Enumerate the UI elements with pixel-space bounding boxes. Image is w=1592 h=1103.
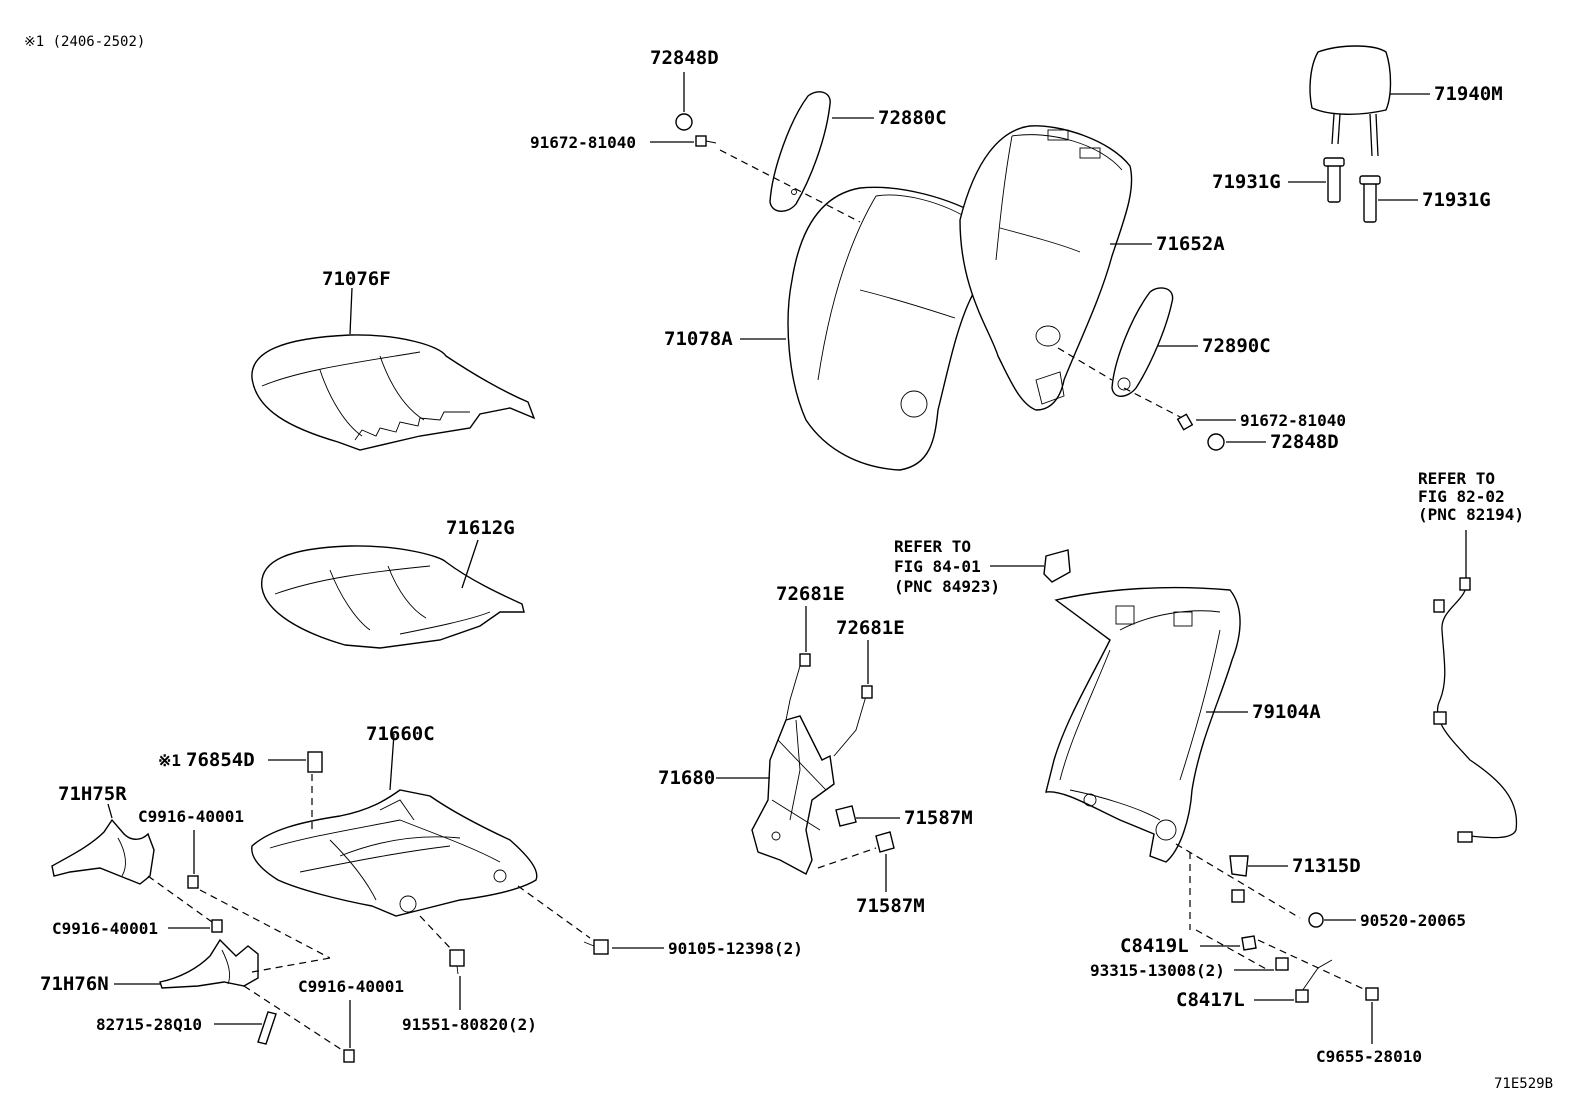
screw-C9916-c[interactable]: [343, 1049, 355, 1063]
headrest-guide-right[interactable]: [1359, 175, 1381, 223]
screw-C9916-b[interactable]: [211, 919, 223, 933]
label-C8419L: C8419L: [1120, 935, 1189, 957]
bracket-71315D[interactable]: [1229, 855, 1249, 877]
sensor-C8417L[interactable]: [1295, 959, 1333, 1003]
seatback-cover[interactable]: [959, 125, 1133, 411]
label-71587M-b: 71587M: [856, 895, 925, 917]
label-90105-12398: 90105-12398(2): [668, 939, 803, 958]
label-71612G: 71612G: [446, 517, 515, 539]
nut-90520[interactable]: [1308, 912, 1324, 928]
label-91551-80820: 91551-80820(2): [402, 1015, 537, 1034]
label-71078A: 71078A: [664, 328, 733, 350]
label-71931G-left: 71931G: [1212, 171, 1281, 193]
label-71315D: 71315D: [1292, 855, 1361, 877]
bolt-91551[interactable]: [449, 949, 465, 975]
screw-91672-top[interactable]: [695, 135, 717, 147]
seat-cushion-cover[interactable]: [251, 334, 536, 451]
screw-91672-bottom[interactable]: [1176, 413, 1194, 431]
cable-end-72681E-b[interactable]: [861, 685, 873, 699]
label-76854D: 76854D: [186, 749, 255, 771]
label-71H75R: 71H75R: [58, 783, 127, 805]
label-C9916-b: C9916-40001: [52, 919, 158, 938]
mark-76854D: ※1: [158, 751, 181, 770]
label-71587M-a: 71587M: [904, 807, 973, 829]
label-82715-28Q10: 82715-28Q10: [96, 1015, 202, 1034]
label-71940M: 71940M: [1434, 83, 1503, 105]
label-71680: 71680: [658, 767, 715, 789]
bolt-90105[interactable]: [583, 939, 609, 955]
label-C9916-a: C9916-40001: [138, 807, 244, 826]
label-71931G-right: 71931G: [1422, 189, 1491, 211]
label-72890C: 72890C: [1202, 335, 1271, 357]
seatback-side-cover-left[interactable]: [769, 91, 831, 212]
cap-72848D-bottom[interactable]: [1207, 433, 1225, 451]
figure-id: 71E529B: [1494, 1076, 1553, 1092]
screw-93315[interactable]: [1275, 957, 1289, 971]
cable-end-72681E-a[interactable]: [799, 653, 811, 667]
ref-fig82-line2[interactable]: FIG 82-02: [1418, 487, 1505, 506]
label-71H76N: 71H76N: [40, 973, 109, 995]
airbag-sensor[interactable]: [1043, 549, 1071, 583]
label-91672-top: 91672-81040: [530, 133, 636, 152]
clip-71587M-a[interactable]: [835, 805, 857, 827]
ref-fig84-line1[interactable]: REFER TO: [894, 537, 971, 556]
screw-C9916-a[interactable]: [187, 875, 199, 889]
label-79104A: 79104A: [1252, 701, 1321, 723]
seat-side-shield-71H75R[interactable]: [51, 818, 155, 885]
seat-cushion-pad[interactable]: [261, 545, 525, 649]
cap-72848D-top[interactable]: [675, 113, 693, 131]
label-72681E-b: 72681E: [836, 617, 905, 639]
label-71652A: 71652A: [1156, 233, 1225, 255]
lumbar-support[interactable]: [751, 665, 867, 875]
label-C8417L: C8417L: [1176, 989, 1245, 1011]
headrest-guide-left[interactable]: [1323, 157, 1345, 203]
bracket-82715[interactable]: [257, 1011, 277, 1045]
label-72681E-a: 72681E: [776, 583, 845, 605]
ref-fig84-line3[interactable]: (PNC 84923): [894, 577, 1000, 596]
label-90520-20065: 90520-20065: [1360, 911, 1466, 930]
wire-harness[interactable]: [1433, 530, 1518, 843]
label-91672-bottom: 91672-81040: [1240, 411, 1346, 430]
label-72848D-bottom: 72848D: [1270, 431, 1339, 453]
label-72880C: 72880C: [878, 107, 947, 129]
seatback-side-cover-right[interactable]: [1111, 287, 1174, 397]
applicability-note: ※1 (2406-2502): [24, 34, 145, 50]
seatback-frame[interactable]: [1045, 586, 1241, 863]
ref-fig84-line2[interactable]: FIG 84-01: [894, 557, 981, 576]
ref-fig82-line3[interactable]: (PNC 82194): [1418, 505, 1524, 524]
bolt-frame[interactable]: [1231, 889, 1245, 903]
clip-C8419L[interactable]: [1241, 935, 1257, 951]
headrest[interactable]: [1309, 45, 1392, 157]
label-71076F: 71076F: [322, 268, 391, 290]
label-72848D-top: 72848D: [650, 47, 719, 69]
seat-side-shield-71H76N[interactable]: [159, 938, 259, 989]
clip-71587M-b[interactable]: [875, 831, 895, 853]
seat-cushion-frame[interactable]: [251, 789, 538, 917]
screw-C9655[interactable]: [1365, 987, 1379, 1001]
label-C9655-28010: C9655-28010: [1316, 1047, 1422, 1066]
connector-76854D[interactable]: [307, 751, 323, 773]
label-71660C: 71660C: [366, 723, 435, 745]
label-C9916-c: C9916-40001: [298, 977, 404, 996]
label-93315-13008: 93315-13008(2): [1090, 961, 1225, 980]
ref-fig82-line1[interactable]: REFER TO: [1418, 469, 1495, 488]
